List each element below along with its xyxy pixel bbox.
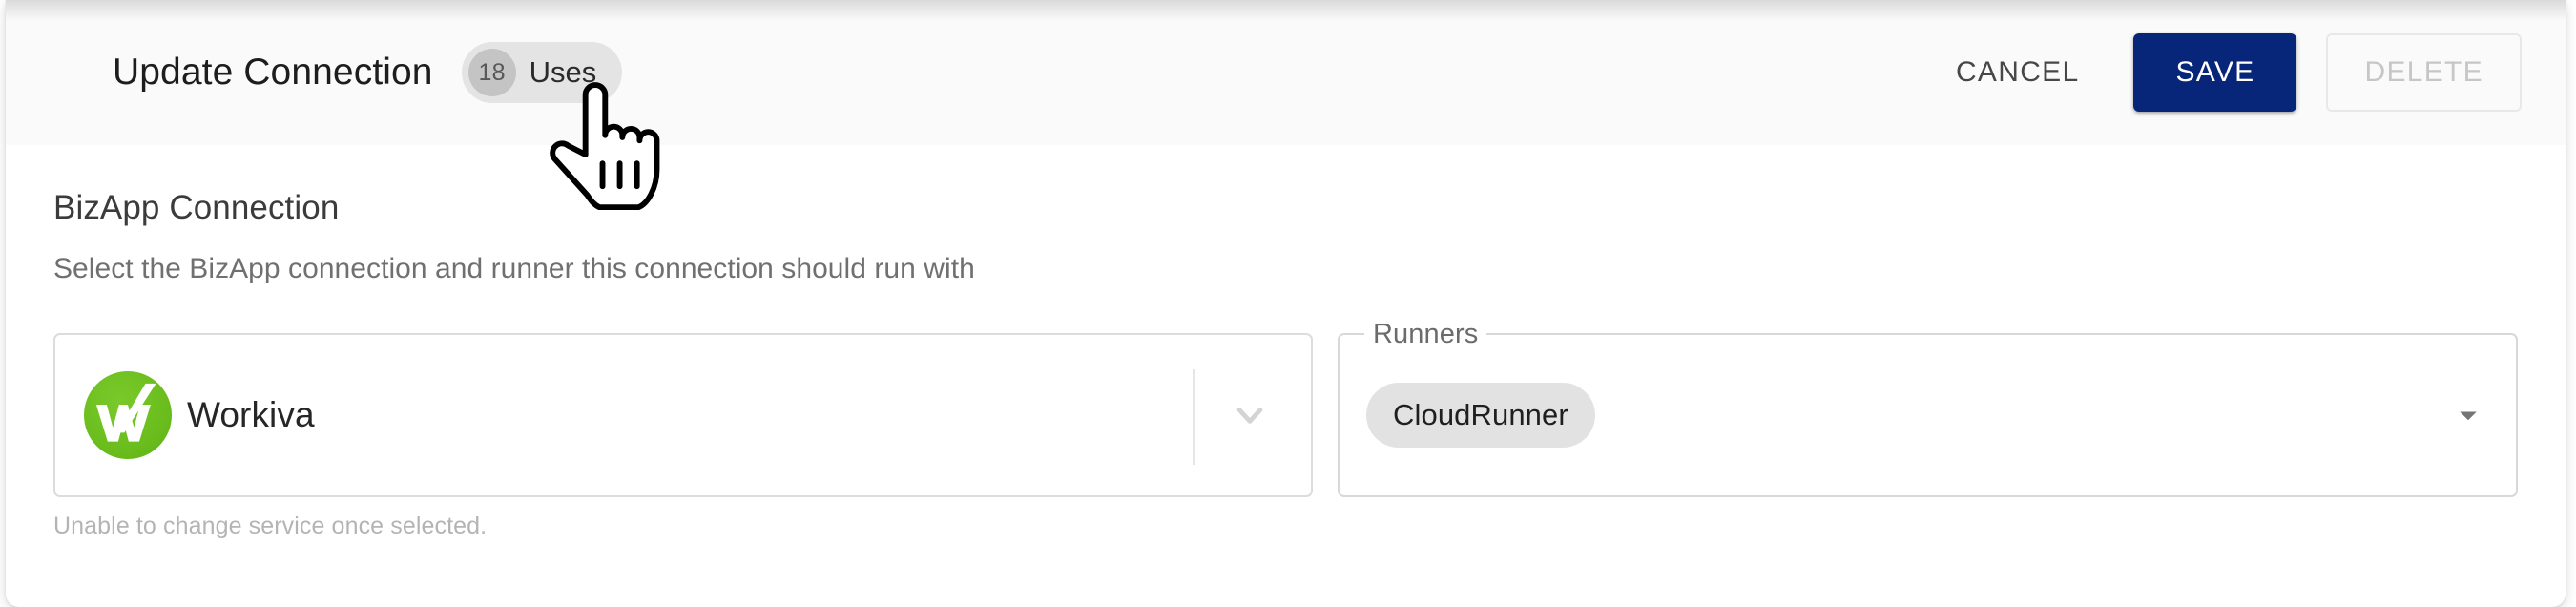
runners-field: Runners CloudRunner xyxy=(1338,318,2518,497)
cancel-button[interactable]: CANCEL xyxy=(1927,37,2109,108)
update-connection-modal: Update Connection 18 Uses CANCEL SAVE DE… xyxy=(6,0,2566,607)
section-subtitle: Select the BizApp connection and runner … xyxy=(53,253,975,284)
chevron-down-icon[interactable] xyxy=(1227,392,1273,438)
runner-chip[interactable]: CloudRunner xyxy=(1366,383,1595,448)
header-top-shadow xyxy=(6,0,2566,21)
modal-body: BizApp Connection Select the BizApp conn… xyxy=(6,145,2566,540)
fields-row: Workiva Unable to change service once se… xyxy=(53,318,2518,540)
section-title: BizApp Connection xyxy=(53,189,340,226)
delete-button: DELETE xyxy=(2326,33,2522,112)
field-divider xyxy=(1193,369,1195,465)
uses-badge[interactable]: 18 Uses xyxy=(461,42,623,103)
service-field: Workiva Unable to change service once se… xyxy=(53,333,1313,540)
runners-field-label: Runners xyxy=(1364,318,1487,350)
uses-badge-count: 18 xyxy=(467,49,516,96)
service-select[interactable]: Workiva xyxy=(53,333,1313,497)
selected-service-label: Workiva xyxy=(187,395,315,434)
arrow-drop-down-icon[interactable] xyxy=(2447,394,2489,436)
workiva-w-glyph xyxy=(95,383,156,442)
modal-header: Update Connection 18 Uses CANCEL SAVE DE… xyxy=(6,0,2566,145)
uses-badge-label: Uses xyxy=(529,55,597,89)
runners-select[interactable]: Runners CloudRunner xyxy=(1338,318,2518,497)
save-button[interactable]: SAVE xyxy=(2133,33,2297,112)
page-title: Update Connection xyxy=(113,52,433,93)
workiva-logo-icon xyxy=(84,371,172,459)
service-helper-text: Unable to change service once selected. xyxy=(53,513,488,539)
